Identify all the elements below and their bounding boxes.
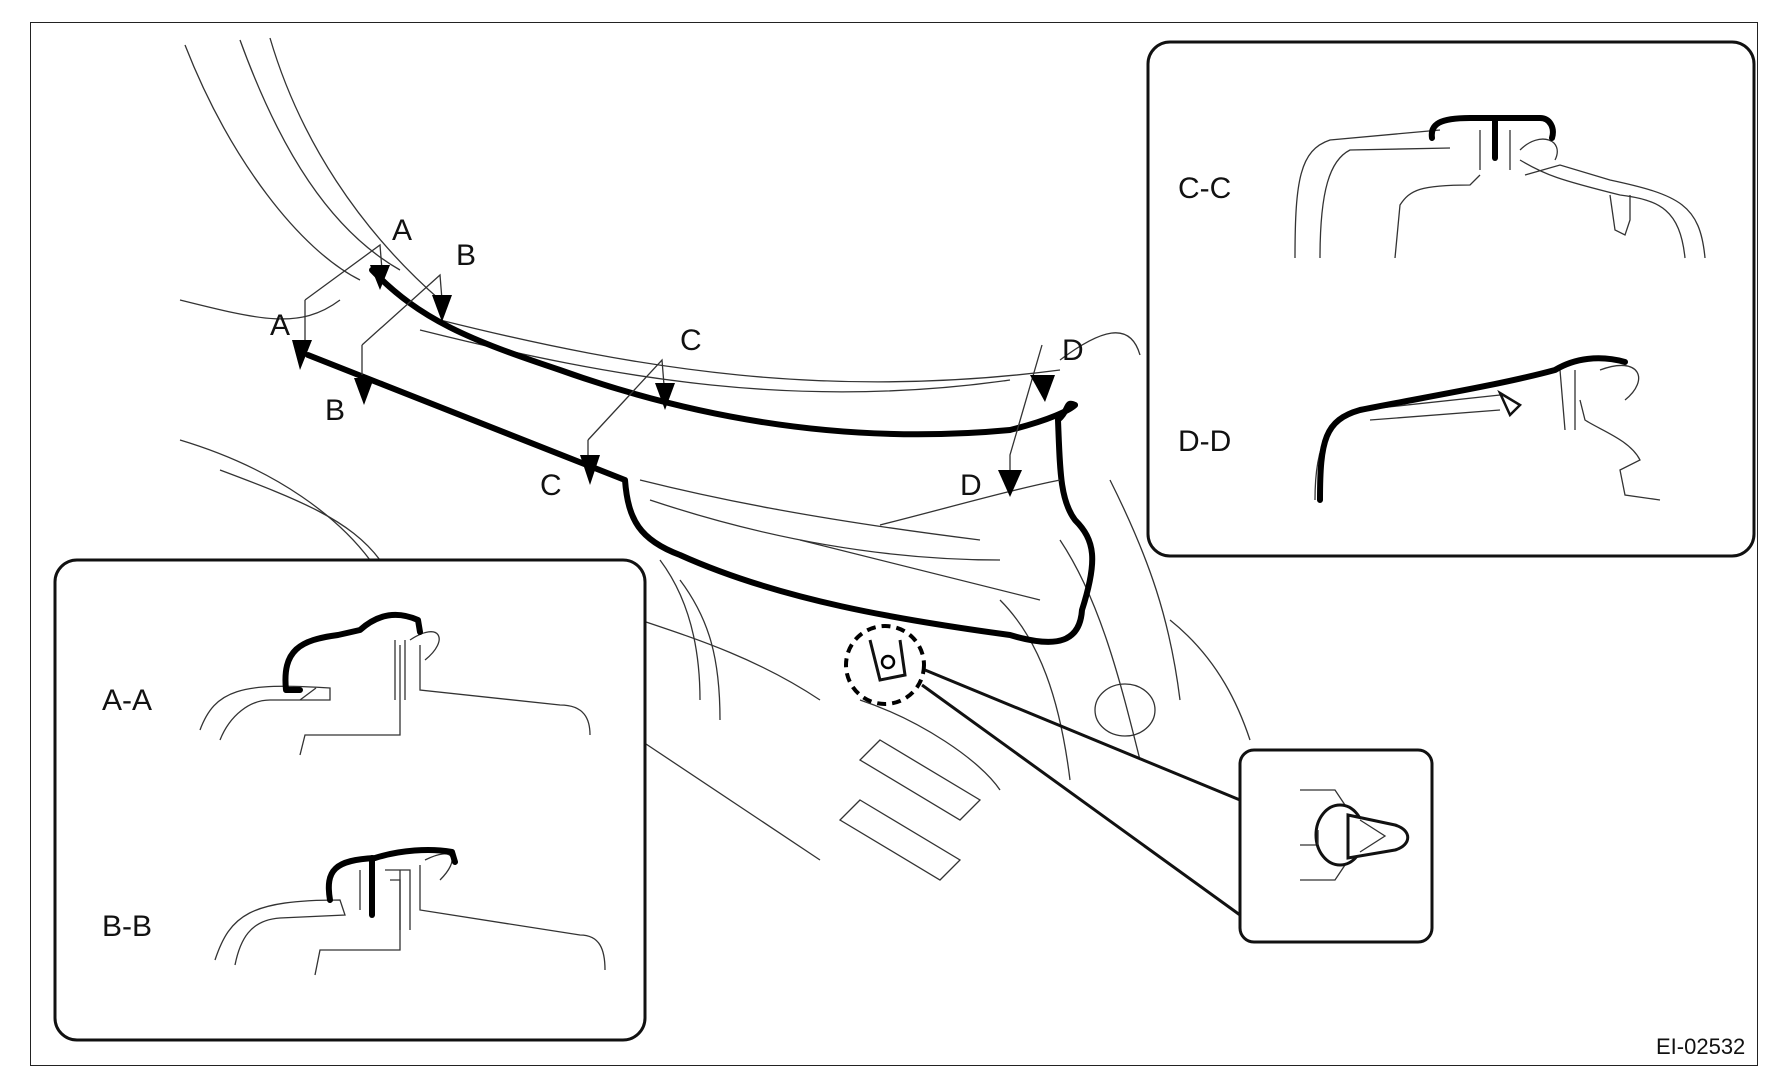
figure-code: EI-02532: [1656, 1034, 1745, 1059]
label-b-lower: B: [325, 394, 345, 427]
section-cc-label: C-C: [1178, 172, 1231, 205]
label-c-upper: C: [680, 324, 702, 357]
trim-panel: [305, 267, 1096, 645]
arrow-a-upper-icon: [370, 265, 390, 290]
arrow-b-upper-icon: [432, 295, 452, 322]
figure-frame: [30, 22, 1758, 1066]
arrow-d-lower-icon: [998, 470, 1022, 497]
section-bb-label: B-B: [102, 910, 152, 943]
label-d-lower: D: [960, 469, 982, 502]
label-a-lower: A: [270, 309, 290, 342]
section-aa-label: A-A: [102, 684, 152, 717]
inset-ab: [53, 558, 647, 1042]
clip-detail-inset: [1238, 748, 1434, 944]
label-b-upper: B: [456, 239, 476, 272]
arrow-a-lower-icon: [292, 340, 312, 370]
label-d-upper: D: [1062, 334, 1084, 367]
label-a-upper: A: [392, 214, 412, 247]
arrow-b-lower-icon: [354, 378, 374, 405]
arrow-c-upper-icon: [655, 383, 675, 410]
vehicle-body-outline: [179, 37, 1251, 881]
clip-callout: [844, 624, 1241, 917]
arrow-d-upper-icon: [1030, 375, 1055, 402]
arrow-c-lower-icon: [580, 455, 600, 485]
section-dd-label: D-D: [1178, 425, 1231, 458]
section-cut-lines: [292, 243, 1055, 497]
inset-cd: [1146, 40, 1756, 558]
label-c-lower: C: [540, 469, 562, 502]
